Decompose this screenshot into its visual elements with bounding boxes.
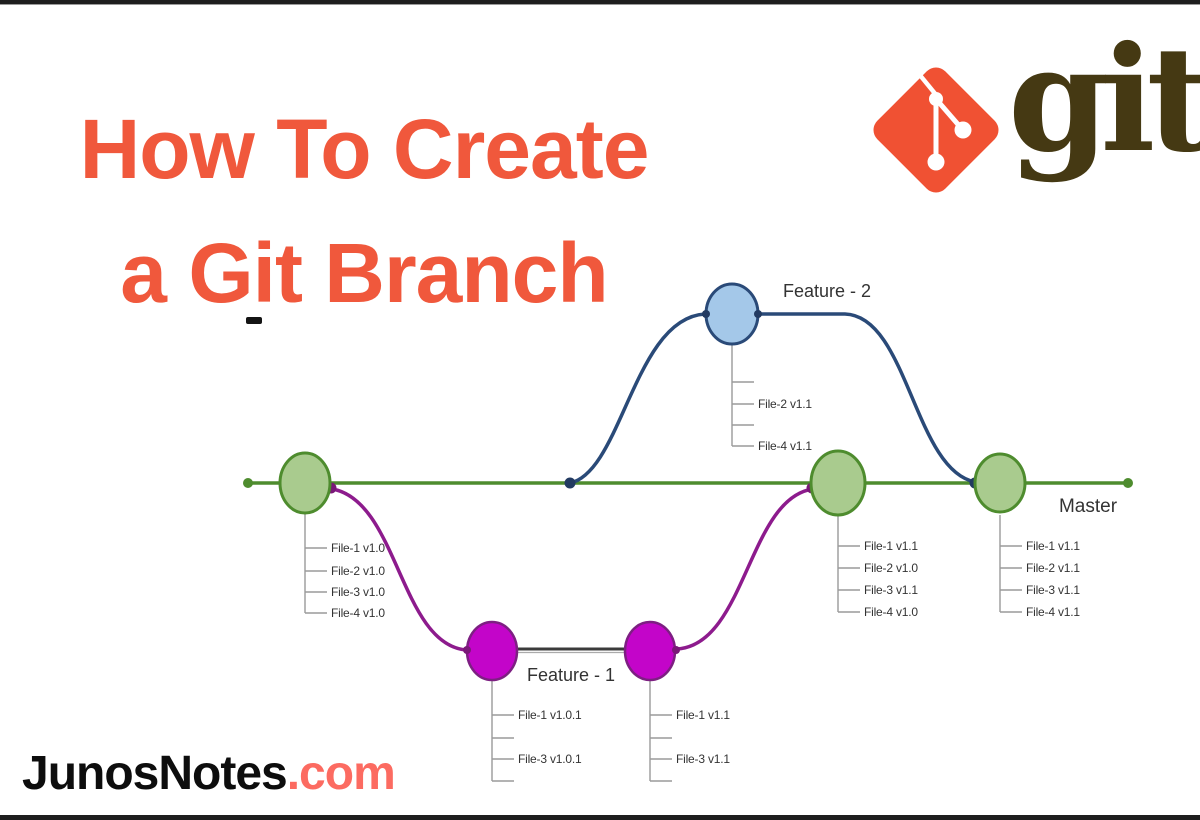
feature2-node-left-dot (702, 310, 710, 318)
stray-dash-mark (246, 317, 262, 324)
feature1-branch-out-curve (331, 487, 467, 652)
git-wordmark: git (1008, 15, 1200, 185)
file-label: File-4 v1.1 (758, 439, 812, 453)
file-label: File-3 v1.1 (1026, 583, 1080, 597)
ticks-master-after-f2 (999, 515, 1022, 613)
feature2-branch-label: Feature - 2 (782, 281, 872, 301)
ticks-master-after-f1 (837, 516, 860, 613)
feature2-branch-out-curve (569, 312, 706, 485)
file-label: File-1 v1.1 (864, 539, 918, 553)
git-logo-bottom-node (927, 153, 945, 171)
watermark-suffix: .com (286, 747, 396, 800)
git-logo-icon (873, 67, 999, 193)
feature1-node2-right-dot (672, 646, 680, 654)
feature2-node-right-dot (754, 310, 762, 318)
ticks-master-initial (304, 513, 327, 614)
file-label: File-3 v1.1 (864, 583, 918, 597)
file-label: File-1 v1.1 (1026, 539, 1080, 553)
title-line-2: a Git Branch (120, 226, 608, 320)
file-label: File-2 v1.1 (758, 397, 812, 411)
file-label: File-2 v1.0 (864, 561, 918, 575)
file-label: File-1 v1.1 (676, 708, 730, 722)
file-label: File-3 v1.0 (331, 585, 385, 599)
master-commit-node-2 (809, 449, 867, 517)
ticks-feature2-commit (731, 345, 754, 447)
top-border (0, 0, 1200, 5)
ticks-feature1-commit2 (649, 681, 672, 782)
feature1-branch-label: Feature - 1 (526, 665, 616, 685)
feature2-merge-curve (759, 312, 976, 484)
file-label: File-2 v1.0 (331, 564, 385, 578)
file-label: File-3 v1.1 (676, 752, 730, 766)
feature2-commit-node (704, 282, 760, 346)
title-line-1: How To Create (79, 102, 650, 196)
master-end-dot (1123, 478, 1133, 488)
file-label: File-4 v1.0 (864, 605, 918, 619)
file-tick-chains (304, 345, 1022, 782)
file-label: File-1 v1.0 (331, 541, 385, 555)
master-commit-node-1 (278, 451, 332, 515)
git-logo-top-node (929, 92, 943, 106)
file-label: File-1 v1.0.1 (518, 708, 582, 722)
watermark: JunosNotes.com (22, 746, 396, 801)
file-label: File-3 v1.0.1 (518, 752, 582, 766)
master-commit-node-3 (973, 452, 1027, 514)
bottom-border (0, 815, 1200, 820)
master-branch-label: Master (1058, 496, 1118, 517)
file-label: File-2 v1.1 (1026, 561, 1080, 575)
git-logo-right-node (954, 121, 972, 139)
feature1-node1-left-dot (463, 646, 471, 654)
feature1-merge-curve (676, 487, 814, 651)
master-start-dot (243, 478, 253, 488)
file-label: File-4 v1.0 (331, 606, 385, 620)
watermark-brand: JunosNotes (22, 747, 288, 800)
ticks-feature1-commit1 (491, 681, 514, 782)
file-label: File-4 v1.1 (1026, 605, 1080, 619)
feature2-fork-dot (564, 477, 576, 489)
